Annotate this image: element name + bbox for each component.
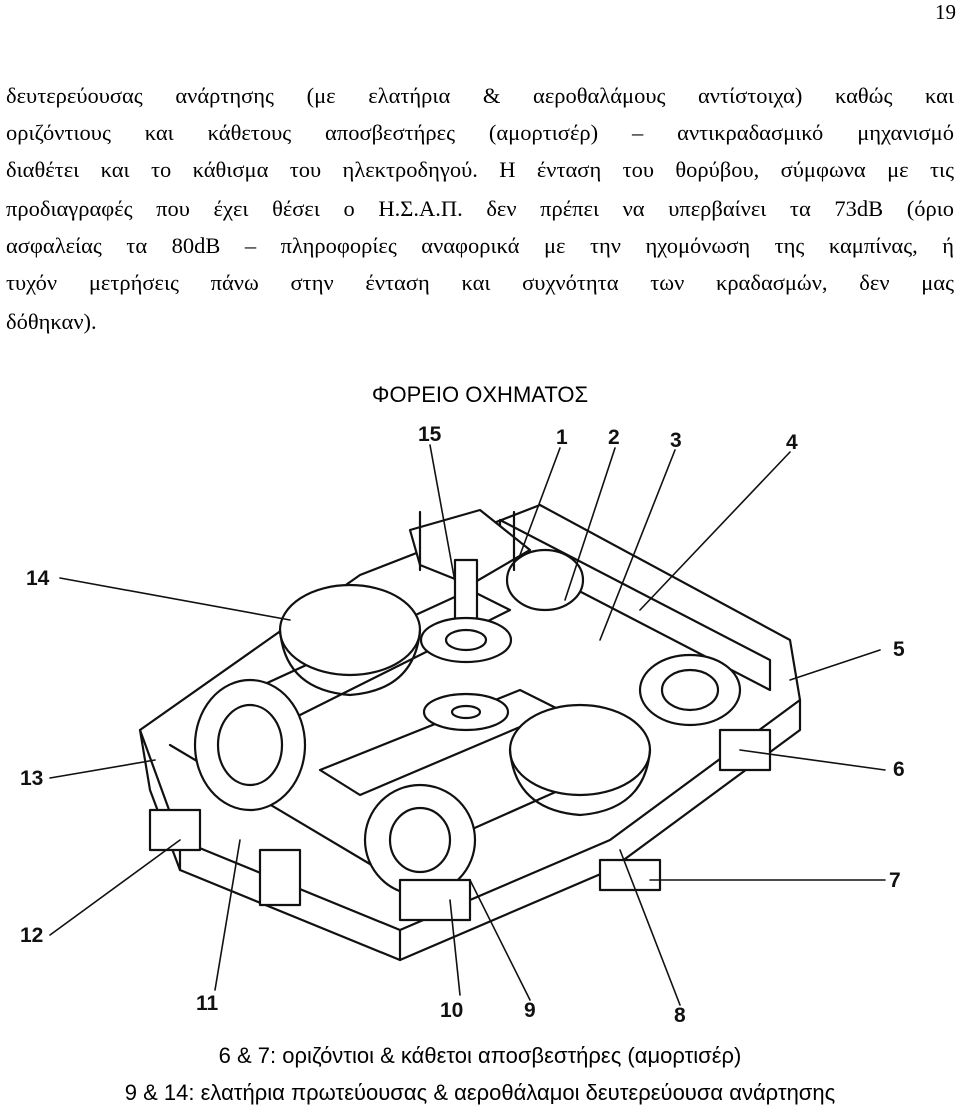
paragraph-line: διαθέτει και το κάθισμα του ηλεκτροδηγού… — [6, 157, 954, 182]
callout-6: 6 — [893, 758, 905, 781]
callout-leaders — [49, 444, 886, 1006]
callout-14: 14 — [26, 567, 50, 590]
page-number: 19 — [935, 0, 956, 24]
callout-15: 15 — [418, 423, 442, 446]
paragraph-line: δευτερεύουσας ανάρτησης (με ελατήρια & α… — [6, 83, 954, 108]
callout-4: 4 — [786, 431, 798, 454]
callout-1: 1 — [556, 426, 568, 449]
callout-13: 13 — [20, 767, 43, 790]
callout-7: 7 — [889, 869, 901, 892]
bogie-diagram: 15 1 2 3 4 5 6 7 8 9 10 11 12 13 14 — [20, 423, 905, 1027]
paragraph-line: δόθηκαν). — [6, 309, 97, 334]
paragraph-line: ασφαλείας τα 80dB – πληροφορίες αναφορικ… — [6, 233, 954, 258]
callout-9: 9 — [524, 999, 536, 1022]
callout-3: 3 — [670, 429, 682, 452]
callout-5: 5 — [893, 638, 905, 661]
callout-8: 8 — [674, 1004, 686, 1027]
callout-10: 10 — [440, 999, 463, 1022]
callout-2: 2 — [608, 426, 620, 449]
figure-title: ΦΟΡΕΙΟ ΟΧΗΜΑΤΟΣ — [371, 382, 589, 407]
figure-caption-line-1: 6 & 7: οριζόντιοι & κάθετοι αποσβεστήρες… — [218, 1043, 742, 1068]
bogie-illustration — [138, 503, 802, 962]
figure-caption-line-2: 9 & 14: ελατήρια πρωτεύουσας & αεροθάλαμ… — [124, 1080, 836, 1105]
callout-11: 11 — [196, 992, 219, 1015]
callout-12: 12 — [20, 924, 43, 947]
paragraph-line: τυχόν μετρήσεις πάνω στην ένταση και συχ… — [6, 270, 954, 295]
paragraph-line: οριζόντιους και κάθετους αποσβεστήρες (α… — [6, 120, 954, 145]
paragraph-line: προδιαγραφές που έχει θέσει ο Η.Σ.Α.Π. δ… — [6, 196, 954, 221]
